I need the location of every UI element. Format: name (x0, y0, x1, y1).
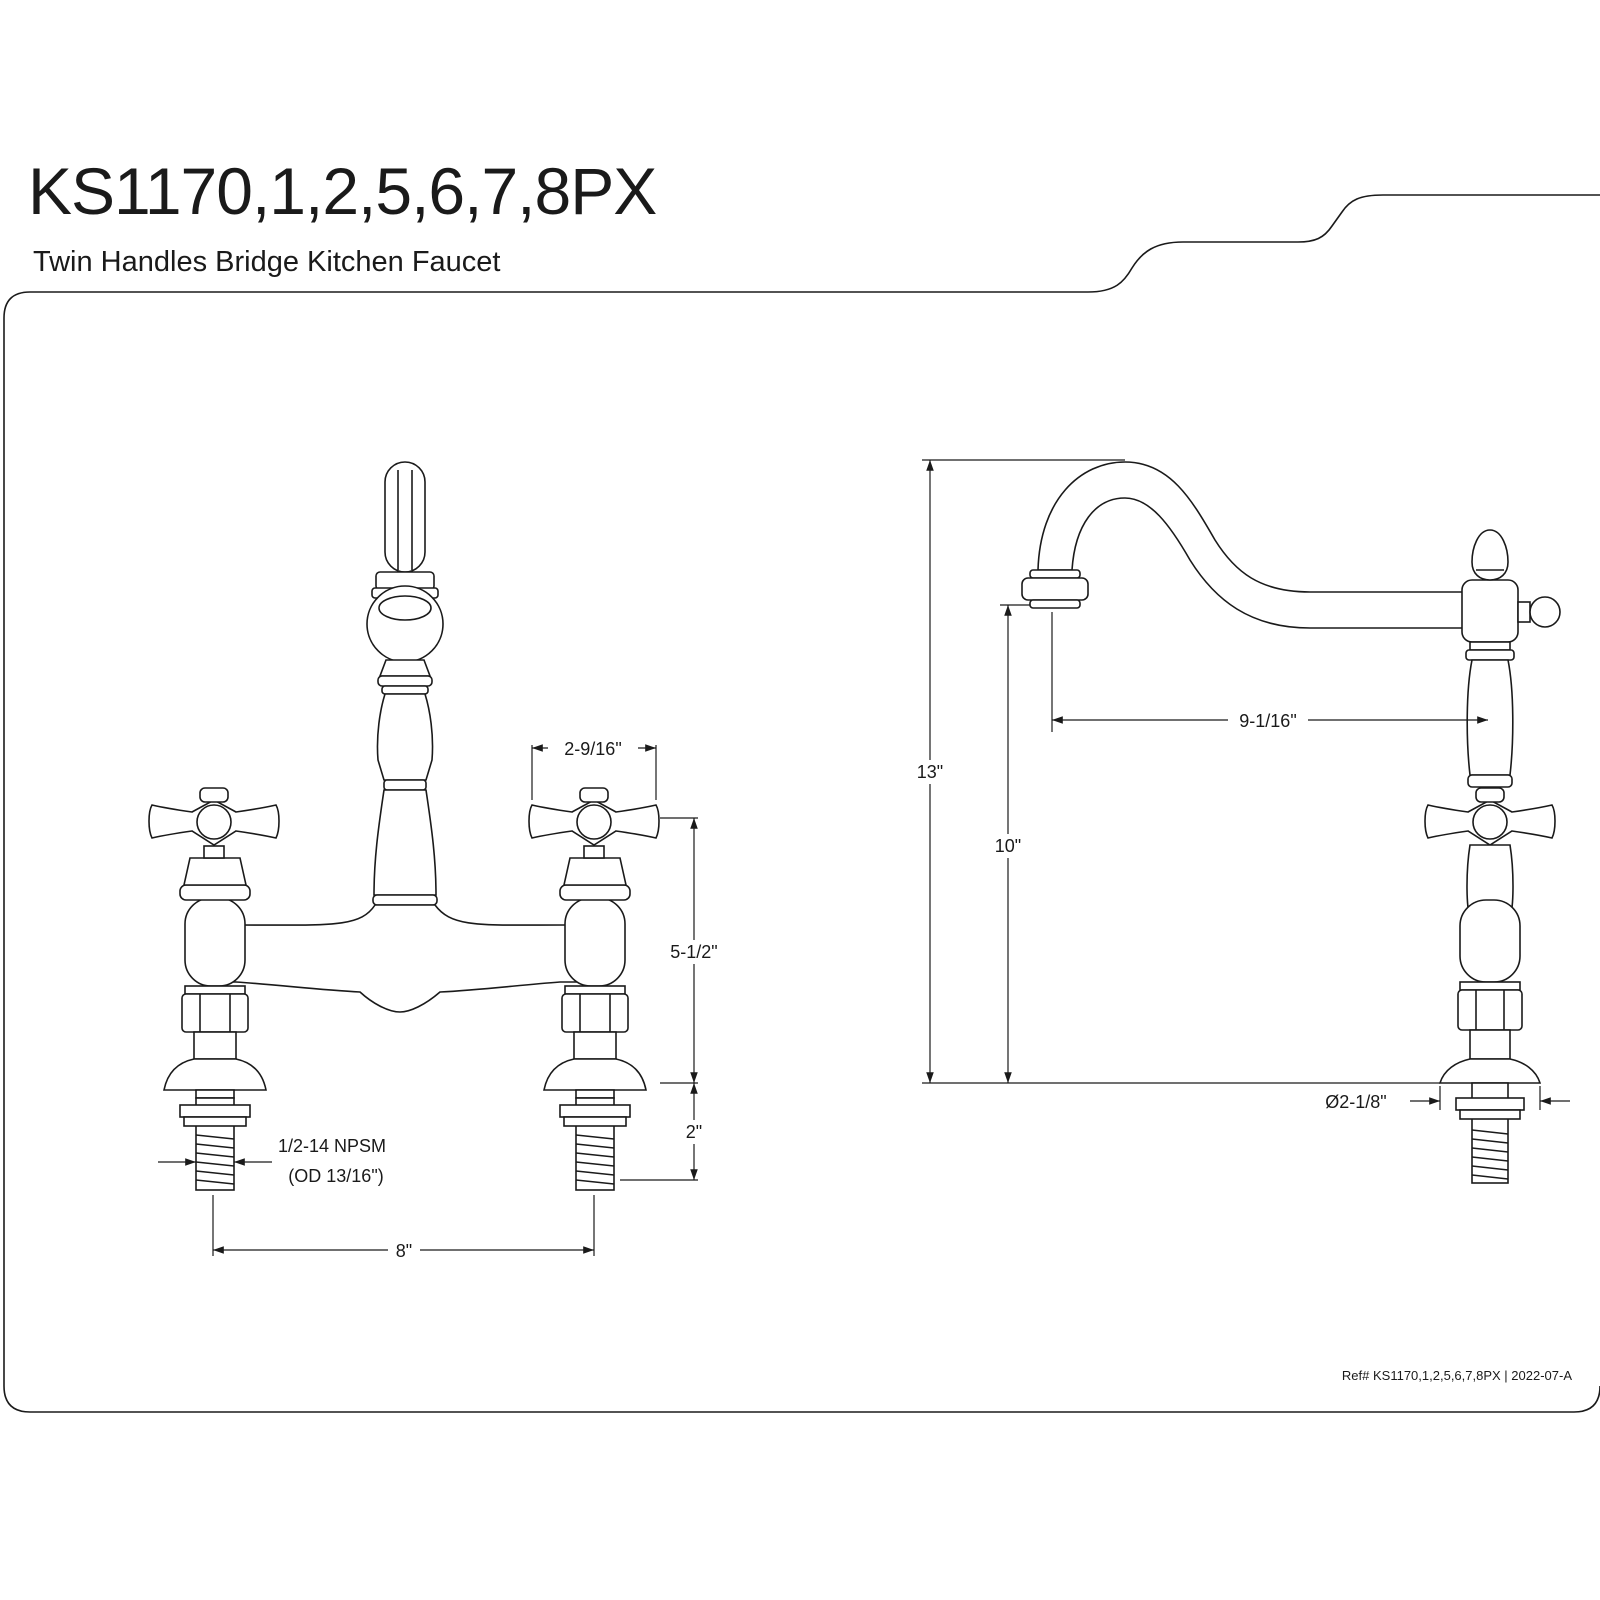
spout-tip (384, 461, 426, 573)
bridge-body (217, 904, 589, 1013)
product-description: Twin Handles Bridge Kitchen Faucet (33, 246, 501, 278)
left-threaded-shank (179, 1097, 251, 1191)
front-view-faucet (148, 461, 660, 1191)
side-base-flange (1438, 1058, 1542, 1084)
height-label: 5-1/2" (670, 942, 717, 962)
spout-reach-label: 9-1/16" (1239, 711, 1296, 731)
center-spacing-label: 8" (396, 1241, 412, 1261)
side-hex-nut (1457, 989, 1523, 1031)
left-hex-nut (181, 993, 249, 1033)
model-number-title: KS1170,1,2,5,6,7,8PX (28, 154, 657, 228)
overall-height-label: 13" (917, 762, 943, 782)
side-threaded-shank (1455, 1082, 1525, 1184)
spout-clearance-label: 10" (995, 836, 1021, 856)
thread-spec-label: 1/2-14 NPSM (278, 1136, 386, 1156)
reference-code: Ref# KS1170,1,2,5,6,7,8PX | 2022-07-A (1341, 1368, 1572, 1383)
handle-width-label: 2-9/16" (564, 739, 621, 759)
right-threaded-shank (559, 1097, 631, 1191)
base-diameter-label: Ø2-1/8" (1325, 1092, 1386, 1112)
drawing-frame (3, 194, 1600, 1413)
center-column-body (376, 693, 434, 781)
gooseneck-spout (1037, 461, 1471, 629)
shank-length-label: 2" (686, 1122, 702, 1142)
finial (1471, 529, 1509, 581)
aerator (1021, 577, 1089, 601)
side-view-faucet (1021, 461, 1561, 1184)
thread-od-label: (OD 13/16") (288, 1166, 383, 1186)
right-hex-nut (561, 993, 629, 1033)
